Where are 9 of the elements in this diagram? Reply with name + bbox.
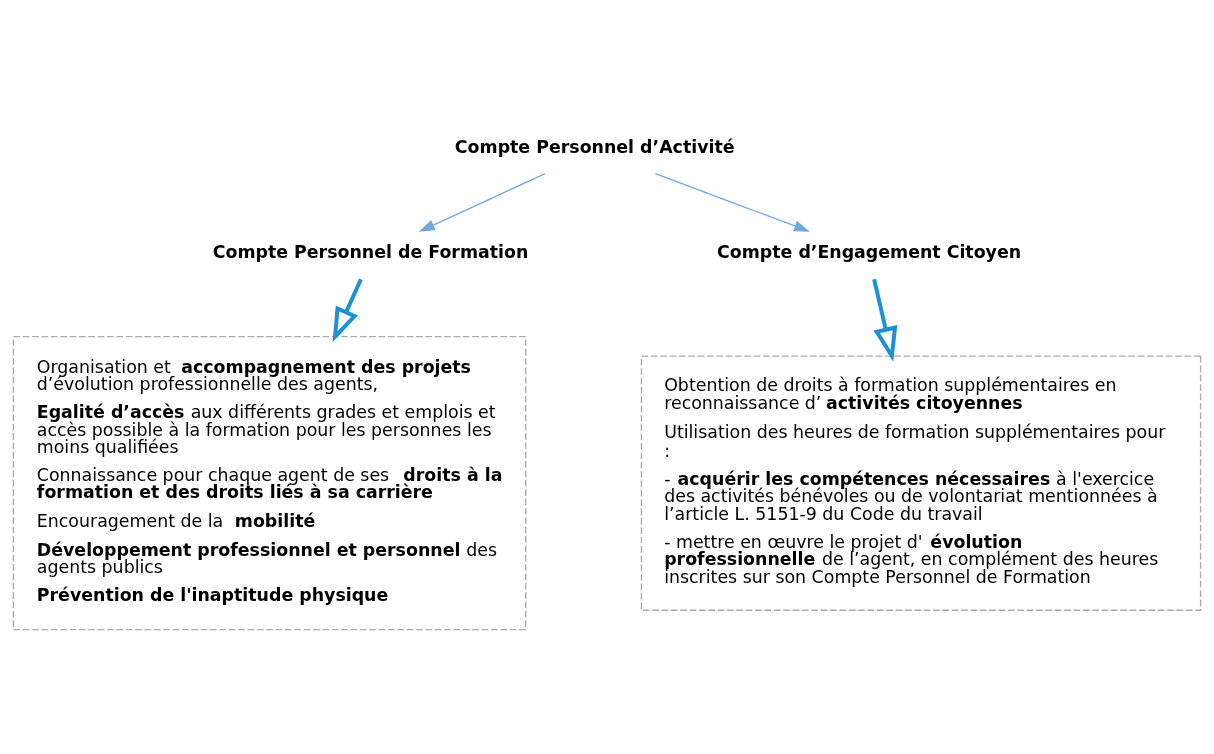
arrow: [332, 277, 363, 342]
arrow: [418, 172, 546, 232]
node-box: Organisation et accompagnement des projets d’évolution professionnelle des agents, Egalité d’accès aux différents grades et emplois et accès possible à la formation pour les personnes les moins qualifiées Connaissance pour chaque agent de ses droits à la formation et des droits liés à sa carrière Encouragement de la mobilité Développement professionnel et personnel des agents publics Prévention de l'inaptitude physique: [12, 335, 527, 630]
node-box: Obtention de droits à formation supplémentaires en reconnaissance d’activités citoyennes Utilisation des heures de formation supplémentaires pour : - acquérir les compétences nécessaires à l'exercice des activités bénévoles ou de volontariat mentionnées à l’article L. 5151-9 du Code du travail - mettre en œuvre le projet d'évolution professionnelle de l’agent, en complément des heures inscrites sur son Compte Personnel de Formation: [640, 354, 1202, 611]
node-text: Compte Personnel d’Activité: [454, 136, 735, 157]
arrow: [654, 172, 811, 232]
node-text: Compte d’Engagement Citoyen: [717, 241, 1022, 262]
node-text: Compte Personnel de Formation: [212, 241, 529, 262]
arrow: [872, 278, 898, 362]
